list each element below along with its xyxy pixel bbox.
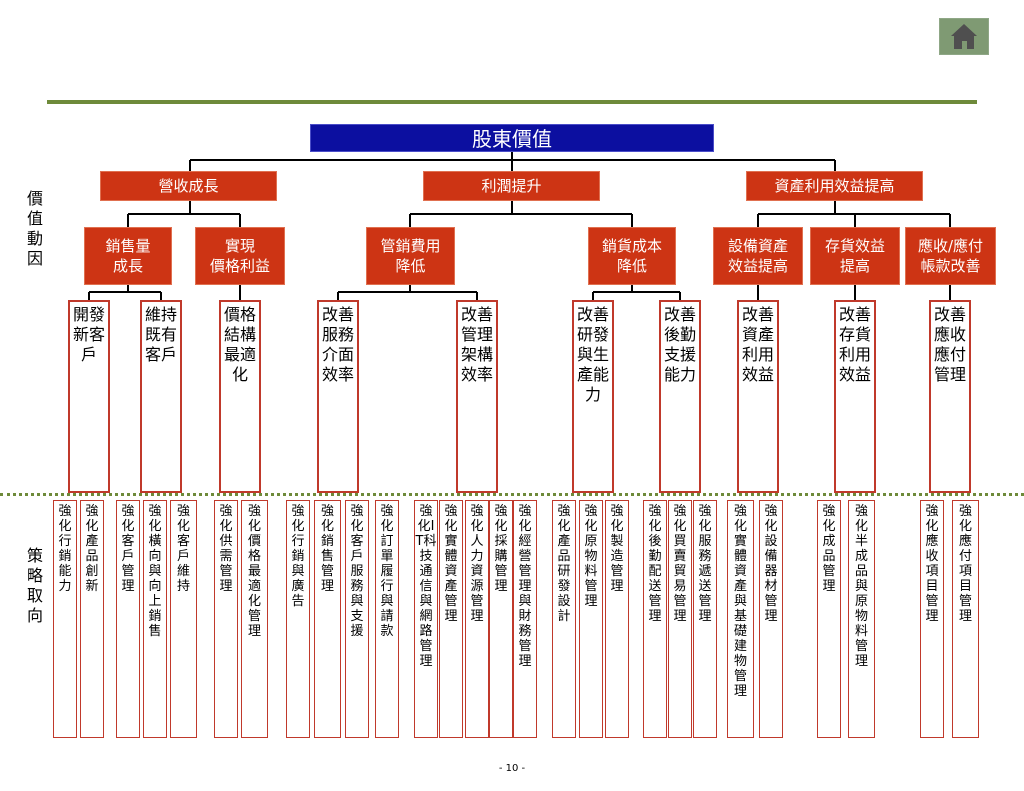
strategy-box: 強化買賣貿易管理 bbox=[668, 500, 692, 738]
level2-node-sga: 管銷費用 降低 bbox=[366, 227, 455, 285]
driver-box: 開發新客戶 bbox=[68, 300, 110, 493]
home-button[interactable] bbox=[939, 18, 989, 55]
strategy-box: 強化產品創新 bbox=[80, 500, 104, 738]
driver-box: 改善研發與生產能力 bbox=[572, 300, 614, 493]
strategy-box: 強化採購管理 bbox=[489, 500, 513, 738]
strategy-box: 強化行銷與廣告 bbox=[286, 500, 310, 738]
strategy-label: 策略取向 bbox=[26, 546, 43, 625]
level2-node-price: 實現 價格利益 bbox=[195, 227, 285, 285]
level1-node-asset: 資產利用效益提高 bbox=[746, 171, 923, 201]
home-icon bbox=[951, 24, 977, 49]
strategy-box: 強化應付項目管理 bbox=[952, 500, 979, 738]
strategy-box: 強化人力資源管理 bbox=[465, 500, 489, 738]
strategy-box: 強化行銷能力 bbox=[53, 500, 77, 738]
level2-node-equipment: 設備資產 效益提高 bbox=[713, 227, 803, 285]
strategy-box: 強化客戶維持 bbox=[170, 500, 197, 738]
driver-box: 改善管理架構效率 bbox=[456, 300, 498, 493]
driver-box: 改善服務介面效率 bbox=[317, 300, 359, 493]
strategy-box: 強化供需管理 bbox=[214, 500, 238, 738]
strategy-box: 強化原物料管理 bbox=[579, 500, 603, 738]
driver-box: 維持既有客戶 bbox=[140, 300, 182, 493]
level1-node-profit: 利潤提升 bbox=[423, 171, 600, 201]
strategy-box: 強化訂單履行與請款 bbox=[375, 500, 399, 738]
driver-box: 改善應收應付管理 bbox=[929, 300, 971, 493]
level1-node-revenue: 營收成長 bbox=[100, 171, 277, 201]
level2-node-receivables: 應收/應付 帳款改善 bbox=[905, 227, 996, 285]
level2-node-cogs: 銷貨成本 降低 bbox=[588, 227, 676, 285]
strategy-box: 強化價格最適化管理 bbox=[241, 500, 268, 738]
strategy-box: 強化客戶管理 bbox=[116, 500, 140, 738]
driver-box: 改善後勤支援能力 bbox=[659, 300, 701, 493]
strategy-box: 強化實體資產管理 bbox=[439, 500, 463, 738]
strategy-box: 強化IT科技通信與網路管理 bbox=[414, 500, 438, 738]
level2-node-volume: 銷售量 成長 bbox=[84, 227, 172, 285]
strategy-box: 強化後勤配送管理 bbox=[643, 500, 667, 738]
strategy-box: 強化設備器材管理 bbox=[759, 500, 783, 738]
driver-box: 改善存貨利用效益 bbox=[834, 300, 876, 493]
header-rule bbox=[47, 100, 977, 104]
strategy-box: 強化實體資產與基礎建物管理 bbox=[727, 500, 754, 738]
drivers-label: 價值動因 bbox=[26, 189, 43, 268]
strategy-box: 強化客戶服務與支援 bbox=[345, 500, 369, 738]
strategy-box: 強化經營管理與財務管理 bbox=[513, 500, 537, 738]
driver-box: 改善資產利用效益 bbox=[737, 300, 779, 493]
strategy-box: 強化製造管理 bbox=[605, 500, 629, 738]
level2-node-inventory: 存貨效益 提高 bbox=[810, 227, 900, 285]
strategy-box: 強化應收項目管理 bbox=[920, 500, 944, 738]
page-number: - 10 - bbox=[498, 763, 526, 774]
section-divider bbox=[0, 493, 1024, 496]
strategy-box: 強化產品研發設計 bbox=[552, 500, 576, 738]
strategy-box: 強化服務遞送管理 bbox=[693, 500, 717, 738]
root-node: 股東價值 bbox=[310, 124, 714, 152]
strategy-box: 強化半成品與原物料管理 bbox=[848, 500, 875, 738]
strategy-box: 強化銷售管理 bbox=[314, 500, 341, 738]
strategy-box: 強化橫向與向上銷售 bbox=[143, 500, 167, 738]
strategy-box: 強化成品管理 bbox=[817, 500, 841, 738]
driver-box: 價格結構最適化 bbox=[219, 300, 261, 493]
